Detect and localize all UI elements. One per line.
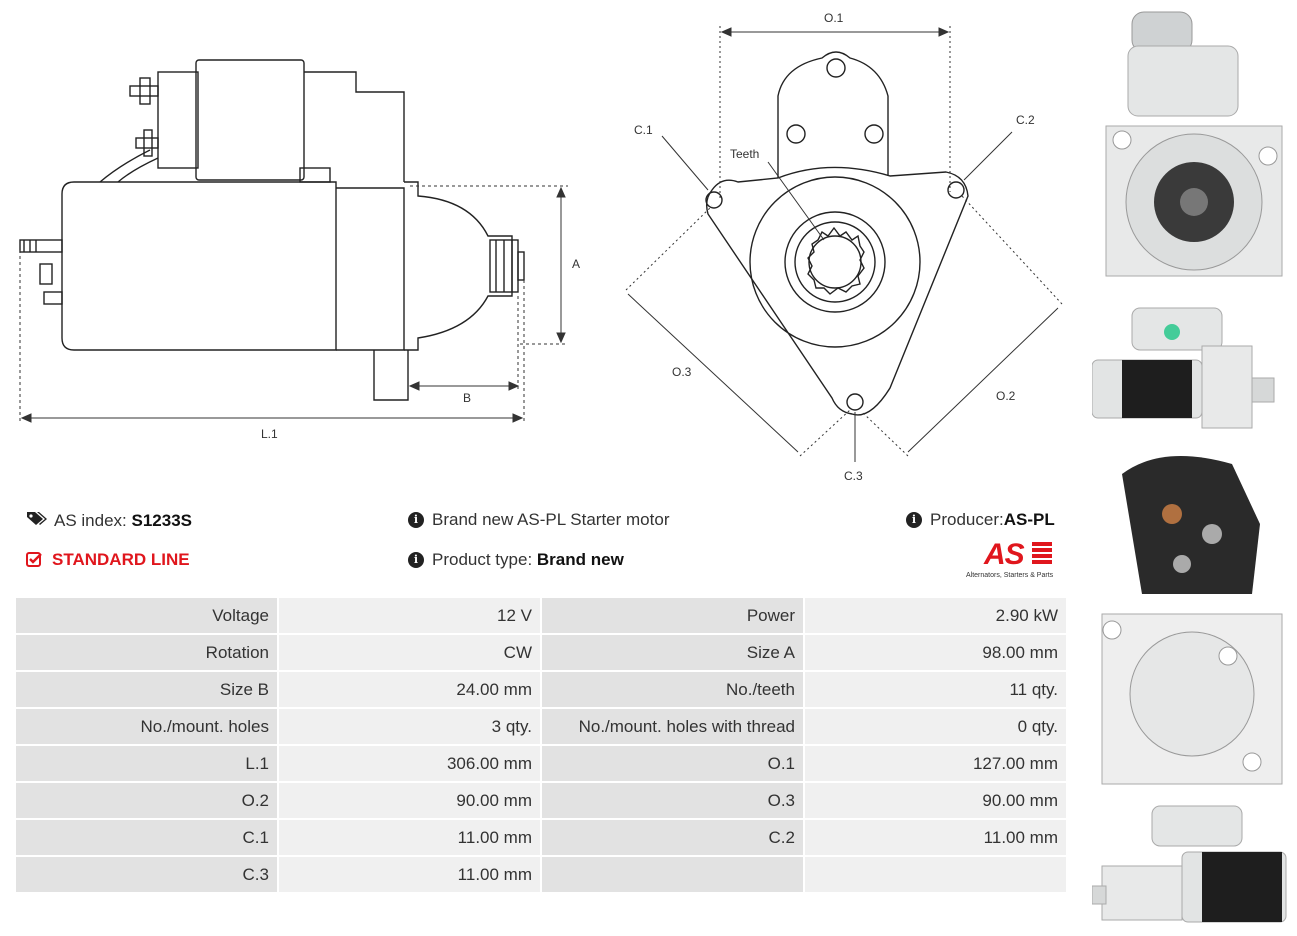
spec-value: 90.00 mm <box>279 783 540 818</box>
spec-key: No./mount. holes with thread <box>542 709 803 744</box>
side-view-drawing: A B L.1 <box>19 59 580 441</box>
product-photo-side[interactable] <box>1092 290 1292 435</box>
spec-value <box>805 857 1066 892</box>
producer-row: i Producer: AS-PL <box>906 510 1055 530</box>
logo-text: AS <box>984 538 1025 571</box>
spec-value: 11.00 mm <box>279 820 540 855</box>
spec-key: Size B <box>16 672 277 707</box>
spec-key: L.1 <box>16 746 277 781</box>
dim-a-label: A <box>572 257 580 271</box>
teeth-label: Teeth <box>730 147 759 161</box>
spec-value: 11.00 mm <box>805 820 1066 855</box>
spec-key: O.2 <box>16 783 277 818</box>
description-text: Brand new AS-PL Starter motor <box>432 510 670 529</box>
logo-tagline: Alternators, Starters & Parts <box>966 572 1054 579</box>
spec-key: Power <box>542 598 803 633</box>
spec-value: 98.00 mm <box>805 635 1066 670</box>
spec-key: No./mount. holes <box>16 709 277 744</box>
product-photo-side-2[interactable] <box>1092 796 1292 930</box>
front-view-drawing: O.1 O.3 O.2 C.1 C.2 C.3 Teeth <box>625 11 1063 483</box>
dim-c3-label: C.3 <box>844 469 863 483</box>
as-index-row: AS index: S1233S <box>26 510 192 531</box>
spec-value: 0 qty. <box>805 709 1066 744</box>
spec-value: 11.00 mm <box>279 857 540 892</box>
spec-value: 12 V <box>279 598 540 633</box>
spec-value: 3 qty. <box>279 709 540 744</box>
logo-stripes-icon <box>1032 542 1052 566</box>
spec-value: 2.90 kW <box>805 598 1066 633</box>
spec-key: Rotation <box>16 635 277 670</box>
as-index-value: S1233S <box>131 510 193 530</box>
dim-o2-label: O.2 <box>996 389 1016 403</box>
standard-line-label: STANDARD LINE <box>52 550 190 569</box>
spec-key: C.1 <box>16 820 277 855</box>
as-pl-logo[interactable]: AS Alternators, Starters & Parts <box>966 538 1068 584</box>
dim-o3-label: O.3 <box>672 365 692 379</box>
spec-key: No./teeth <box>542 672 803 707</box>
spec-key: Size A <box>542 635 803 670</box>
spec-value: 306.00 mm <box>279 746 540 781</box>
description-row: i Brand new AS-PL Starter motor <box>408 510 669 530</box>
producer-value: AS-PL <box>1003 510 1055 529</box>
product-photo-front[interactable] <box>1092 6 1292 288</box>
dim-b-label: B <box>463 391 471 405</box>
info-icon: i <box>906 512 922 528</box>
as-index-label: AS index: <box>54 510 127 530</box>
spec-key: Voltage <box>16 598 277 633</box>
spec-key: O.1 <box>542 746 803 781</box>
checkbox-icon <box>26 552 42 568</box>
dim-o1-label: O.1 <box>824 11 844 25</box>
spec-key: C.3 <box>16 857 277 892</box>
dim-c1-label: C.1 <box>634 123 653 137</box>
spec-value: 127.00 mm <box>805 746 1066 781</box>
spec-value: 24.00 mm <box>279 672 540 707</box>
dim-c2-label: C.2 <box>1016 113 1035 127</box>
tags-icon <box>26 510 48 531</box>
producer-label: Producer: <box>930 510 1004 529</box>
product-type-row: i Product type: Brand new <box>408 550 624 570</box>
dim-l1-label: L.1 <box>261 427 278 441</box>
info-icon: i <box>408 512 424 528</box>
product-photo-rear[interactable] <box>1092 444 1292 794</box>
spec-value: 11 qty. <box>805 672 1066 707</box>
product-type-label: Product type: <box>432 550 533 569</box>
standard-line-badge: STANDARD LINE <box>26 550 190 570</box>
spec-value: 90.00 mm <box>805 783 1066 818</box>
spec-key <box>542 857 803 892</box>
product-type-value: Brand new <box>536 550 624 569</box>
spec-key: C.2 <box>542 820 803 855</box>
spec-key: O.3 <box>542 783 803 818</box>
info-icon: i <box>408 552 424 568</box>
spec-value: CW <box>279 635 540 670</box>
